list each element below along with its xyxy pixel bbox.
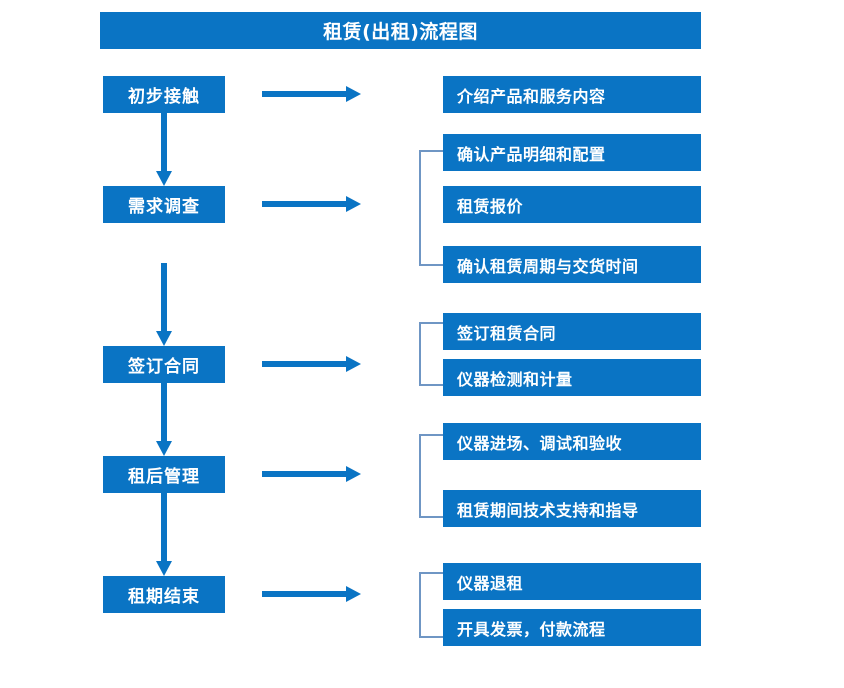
arrow-down-icon-1 bbox=[155, 113, 173, 187]
arrow-right-icon-1 bbox=[262, 85, 362, 103]
stage-box-5[interactable]: 租期结束 bbox=[103, 576, 225, 613]
detail-box-4[interactable]: 确认租赁周期与交货时间 bbox=[443, 246, 701, 283]
detail-box-10[interactable]: 开具发票，付款流程 bbox=[443, 609, 701, 646]
detail-box-6[interactable]: 仪器检测和计量 bbox=[443, 359, 701, 396]
arrow-down-icon-4 bbox=[155, 493, 173, 577]
arrow-down-icon-2 bbox=[155, 263, 173, 347]
detail-box-8[interactable]: 租赁期间技术支持和指导 bbox=[443, 490, 701, 527]
page-title: 租赁(出租)流程图 bbox=[100, 12, 701, 49]
bracket-icon-group-3 bbox=[419, 322, 443, 386]
arrow-right-icon-3 bbox=[262, 355, 362, 373]
arrow-right-icon-4 bbox=[262, 465, 362, 483]
bracket-icon-group-5 bbox=[419, 572, 443, 638]
detail-box-3[interactable]: 租赁报价 bbox=[443, 186, 701, 223]
detail-box-1[interactable]: 介绍产品和服务内容 bbox=[443, 76, 701, 113]
detail-box-7[interactable]: 仪器进场、调试和验收 bbox=[443, 423, 701, 460]
arrow-down-icon-3 bbox=[155, 383, 173, 457]
detail-box-9[interactable]: 仪器退租 bbox=[443, 563, 701, 600]
stage-box-1[interactable]: 初步接触 bbox=[103, 76, 225, 113]
stage-box-2[interactable]: 需求调查 bbox=[103, 186, 225, 223]
detail-box-5[interactable]: 签订租赁合同 bbox=[443, 313, 701, 350]
arrow-right-icon-5 bbox=[262, 585, 362, 603]
stage-box-3[interactable]: 签订合同 bbox=[103, 346, 225, 383]
detail-box-2[interactable]: 确认产品明细和配置 bbox=[443, 134, 701, 171]
stage-box-4[interactable]: 租后管理 bbox=[103, 456, 225, 493]
arrow-right-icon-2 bbox=[262, 195, 362, 213]
bracket-icon-group-4 bbox=[419, 434, 443, 518]
bracket-icon-group-2 bbox=[419, 150, 443, 266]
